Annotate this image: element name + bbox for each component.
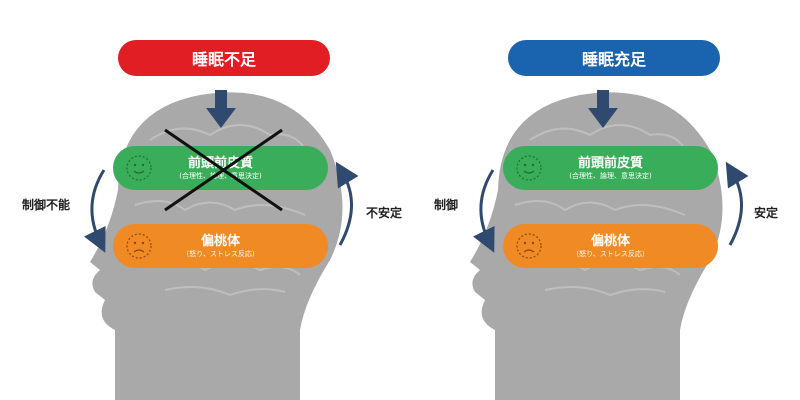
amygdala-bar-left: 偏桃体 (怒り、ストレス反応) — [113, 224, 328, 268]
prefrontal-cortex-bar-right: 前頭前皮質 (合理性、論理、意思決定) — [503, 146, 718, 190]
curved-arrow-icon — [335, 161, 359, 246]
prefrontal-desc: (合理性、論理、意思決定) — [569, 172, 652, 180]
sad-face-icon — [126, 233, 152, 259]
title-sleep-sufficient: 睡眠充足 — [508, 40, 720, 76]
down-arrow-icon — [206, 90, 236, 128]
amygdala-desc: (怒り、ストレス反応) — [576, 250, 645, 258]
down-arrow-icon — [588, 90, 618, 128]
prefrontal-cortex-bar-left: 前頭前皮質 (合理性、論理、意思決定) — [113, 146, 328, 190]
prefrontal-label: 前頭前皮質 — [577, 156, 643, 171]
curved-arrow-icon — [472, 169, 495, 253]
label-controlled: 制御 — [434, 198, 459, 212]
smile-face-icon — [126, 155, 152, 181]
curved-arrow-icon — [725, 161, 749, 246]
curved-arrow-icon — [83, 169, 106, 253]
prefrontal-desc: (合理性、論理、意思決定) — [179, 172, 262, 180]
label-stable: 安定 — [754, 206, 779, 220]
amygdala-desc: (怒り、ストレス反応) — [186, 250, 255, 258]
prefrontal-label: 前頭前皮質 — [187, 156, 253, 171]
amygdala-bar-right: 偏桃体 (怒り、ストレス反応) — [503, 224, 718, 268]
amygdala-label: 偏桃体 — [590, 234, 630, 249]
smile-face-icon — [516, 155, 542, 181]
title-sleep-deprived: 睡眠不足 — [118, 40, 330, 76]
label-uncontrolled: 制御不能 — [22, 198, 71, 212]
label-unstable: 不安定 — [366, 206, 403, 220]
sad-face-icon — [516, 233, 542, 259]
amygdala-label: 偏桃体 — [200, 234, 240, 249]
